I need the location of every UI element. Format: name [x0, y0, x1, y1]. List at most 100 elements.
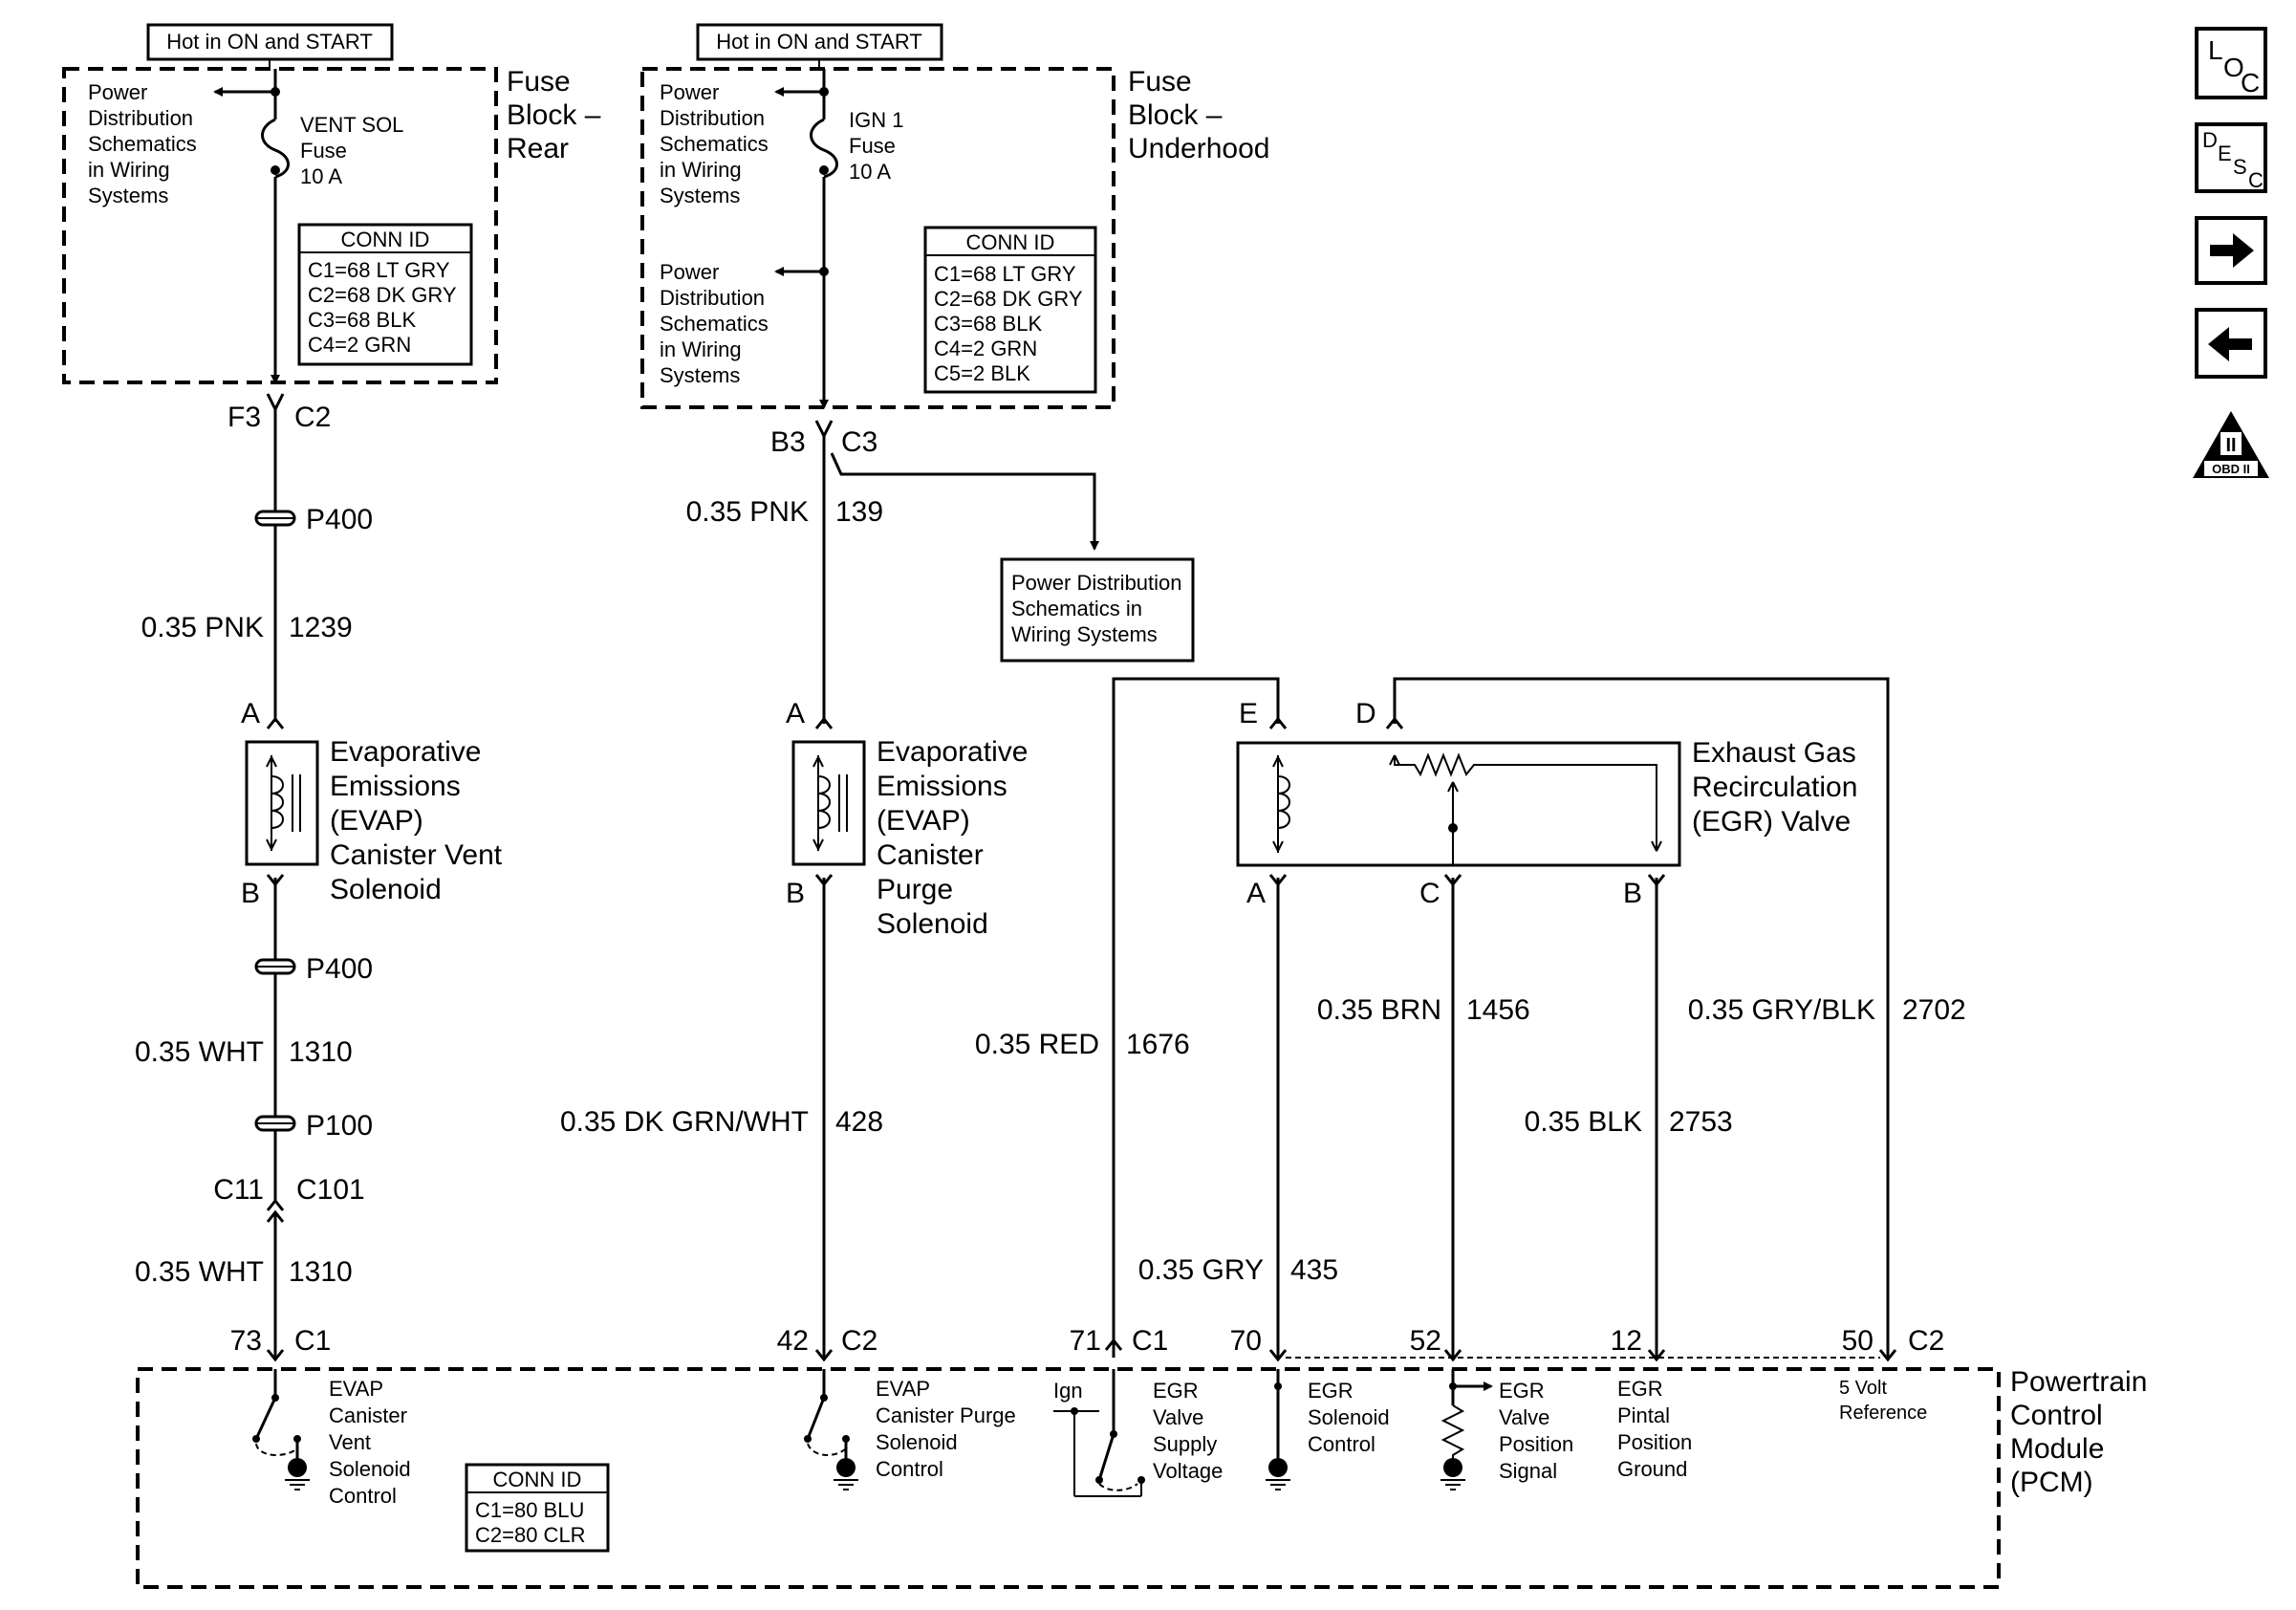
- egr-pintal-label: EGR Pintal Position Ground: [1617, 1377, 1698, 1481]
- ground-icon: [288, 1458, 307, 1477]
- purge-pin-b: B: [786, 878, 805, 909]
- wire-428-num: 428: [835, 1106, 883, 1138]
- egr-supply-switch: Ign: [1053, 1369, 1145, 1497]
- svg-text:S: S: [2233, 155, 2247, 179]
- power-dist-box: Power Distribution Schematics in Wiring …: [1000, 557, 1195, 663]
- wire-1239-color: 0.35 PNK: [141, 612, 264, 643]
- purge-solenoid-label: Evaporative Emissions (EVAP) Canister Pu…: [877, 736, 1036, 940]
- vent-solenoid-label: Evaporative Emissions (EVAP) Canister Ve…: [330, 736, 509, 905]
- svg-text:C: C: [2248, 168, 2264, 192]
- five-volt-ref-label: 5 Volt Reference: [1839, 1378, 1927, 1424]
- wire-2753-num: 2753: [1669, 1106, 1733, 1138]
- pcm: Powertrain Control Module (PCM) 71 C1 70…: [136, 1325, 2155, 1589]
- wire-1310-num: 1310: [289, 1036, 353, 1068]
- egr-position-label: EGR Valve Position Signal: [1499, 1379, 1579, 1483]
- conn-id-title-2: CONN ID: [966, 230, 1055, 254]
- egr-sol-ctrl-label: EGR Solenoid Control: [1308, 1379, 1396, 1456]
- fuse-block-rear-title: Fuse Block – Rear: [507, 66, 609, 164]
- egr-coil-symbol: [1277, 775, 1290, 829]
- vent-circuit: P400 0.35 PNK 1239 A Evaporative Emissio…: [135, 409, 509, 1362]
- pcm-pin-71: 71: [1070, 1325, 1101, 1357]
- loc-button[interactable]: L O C: [2195, 27, 2267, 99]
- vent-pin-b: B: [241, 878, 260, 909]
- svg-text:II: II: [2225, 435, 2236, 456]
- conn-id-rows-2: C1=68 LT GRY C2=68 DK GRY C3=68 BLK C4=2…: [934, 262, 1088, 385]
- splice-p400-top: [254, 510, 296, 527]
- vent-sol-fuse-label: VENT SOL Fuse 10 A: [300, 113, 409, 188]
- fuse-block-underhood-title: Fuse Block – Underhood: [1128, 66, 1269, 164]
- c101-label: C101: [296, 1174, 365, 1206]
- hot-label: Hot in ON and START: [166, 30, 373, 54]
- pcm-pin-50: 50: [1842, 1325, 1874, 1357]
- conn-id-rows-pcm: C1=80 BLU C2=80 CLR: [475, 1498, 590, 1547]
- wire-1310-color: 0.35 WHT: [135, 1036, 264, 1068]
- egr-pin-e: E: [1239, 698, 1258, 729]
- pcm-pin-42: 42: [777, 1325, 809, 1357]
- pcm-pin-52: 52: [1410, 1325, 1441, 1357]
- fuse-block-rear-outline: [62, 67, 498, 384]
- svg-text:D: D: [2202, 128, 2218, 152]
- arrow-right-icon: [2210, 233, 2254, 268]
- fuse-symbol-2: [810, 118, 838, 179]
- wire-2702-num: 2702: [1902, 994, 1966, 1026]
- egr-pin-b: B: [1623, 878, 1642, 909]
- pcm-title: Powertrain Control Module (PCM): [2010, 1366, 2155, 1498]
- p400-bottom-label: P400: [306, 953, 373, 985]
- wire-139-color: 0.35 PNK: [686, 496, 809, 528]
- desc-button[interactable]: D E S C: [2195, 122, 2267, 193]
- connector-c3: C3: [841, 426, 877, 458]
- conn-id-box-rear: [297, 223, 473, 366]
- wire-139-num: 139: [835, 496, 883, 528]
- splice-p100: [254, 1115, 296, 1132]
- fuse-block-rear: Hot in ON and START Fuse Block – Rear Po…: [62, 23, 609, 384]
- pcm-conn-c2-mid: C2: [841, 1325, 877, 1357]
- connector-f3-c2: F3 C2: [227, 393, 331, 433]
- wire-2753-color: 0.35 BLK: [1525, 1106, 1642, 1138]
- pcm-conn-c1-right: C1: [1132, 1325, 1168, 1357]
- svg-text:O: O: [2223, 53, 2244, 82]
- purge-driver-switch: [804, 1369, 858, 1490]
- svg-text:OBD II: OBD II: [2212, 462, 2250, 476]
- egr-valve-box: [1236, 741, 1681, 867]
- wire-1456-color: 0.35 BRN: [1317, 994, 1441, 1026]
- p100-label: P100: [306, 1110, 373, 1142]
- pcm-pin-12: 12: [1611, 1325, 1642, 1357]
- ign1-fuse-label: IGN 1 Fuse 10 A: [849, 108, 910, 184]
- conn-id-rows: C1=68 LT GRY C2=68 DK GRY C3=68 BLK C4=2…: [308, 258, 462, 357]
- wire-435-num: 435: [1290, 1254, 1338, 1286]
- evap-vent-solenoid: [245, 740, 319, 866]
- c11-label: C11: [213, 1174, 264, 1206]
- pcm-pin-73: 73: [230, 1325, 262, 1357]
- evap-purge-solenoid: [791, 740, 866, 866]
- wire-1676-color: 0.35 RED: [975, 1029, 1099, 1060]
- conn-id-box-pcm: [465, 1463, 610, 1553]
- connector-c2-rear: C2: [294, 402, 331, 433]
- arrow-left-icon: [2208, 327, 2252, 361]
- ground-icon: [1443, 1458, 1462, 1477]
- power-dist-label: Power Distribution Schematics in Wiring …: [88, 80, 203, 207]
- connector-b3-c3: B3 C3: [770, 420, 1099, 551]
- conn-id-title-pcm: CONN ID: [493, 1468, 582, 1491]
- egr-circuit: 0.35 RED 1676 E D 0.35 GRY/BLK 2702 Exha…: [975, 677, 1966, 1358]
- power-dist-label-1: Power Distribution Schematics in Wiring …: [660, 80, 774, 207]
- ground-icon: [1268, 1458, 1288, 1477]
- terminal-b3: B3: [770, 426, 806, 458]
- splice-p400-bottom: [254, 958, 296, 975]
- coil-symbol: [271, 775, 284, 829]
- obd-ii-icon[interactable]: II OBD II: [2193, 411, 2269, 478]
- svg-text:L: L: [2208, 35, 2223, 65]
- conn-id-title: CONN ID: [341, 228, 430, 251]
- next-arrow-button[interactable]: [2195, 216, 2267, 285]
- egr-supply-label: EGR Valve Supply Voltage: [1153, 1379, 1223, 1483]
- fuse-symbol: [261, 118, 290, 179]
- ign-label: Ign: [1053, 1379, 1083, 1403]
- pcm-conn-c2-right: C2: [1908, 1325, 1944, 1357]
- vent-driver-switch: [252, 1369, 310, 1490]
- vent-pin-a: A: [241, 698, 260, 729]
- p400-top-label: P400: [306, 504, 373, 535]
- prev-arrow-button[interactable]: [2195, 308, 2267, 379]
- purge-ctrl-label: EVAP Canister Purge Solenoid Control: [876, 1377, 1022, 1481]
- wire-428-color: 0.35 DK GRN/WHT: [560, 1106, 809, 1138]
- wire-1456-num: 1456: [1466, 994, 1530, 1026]
